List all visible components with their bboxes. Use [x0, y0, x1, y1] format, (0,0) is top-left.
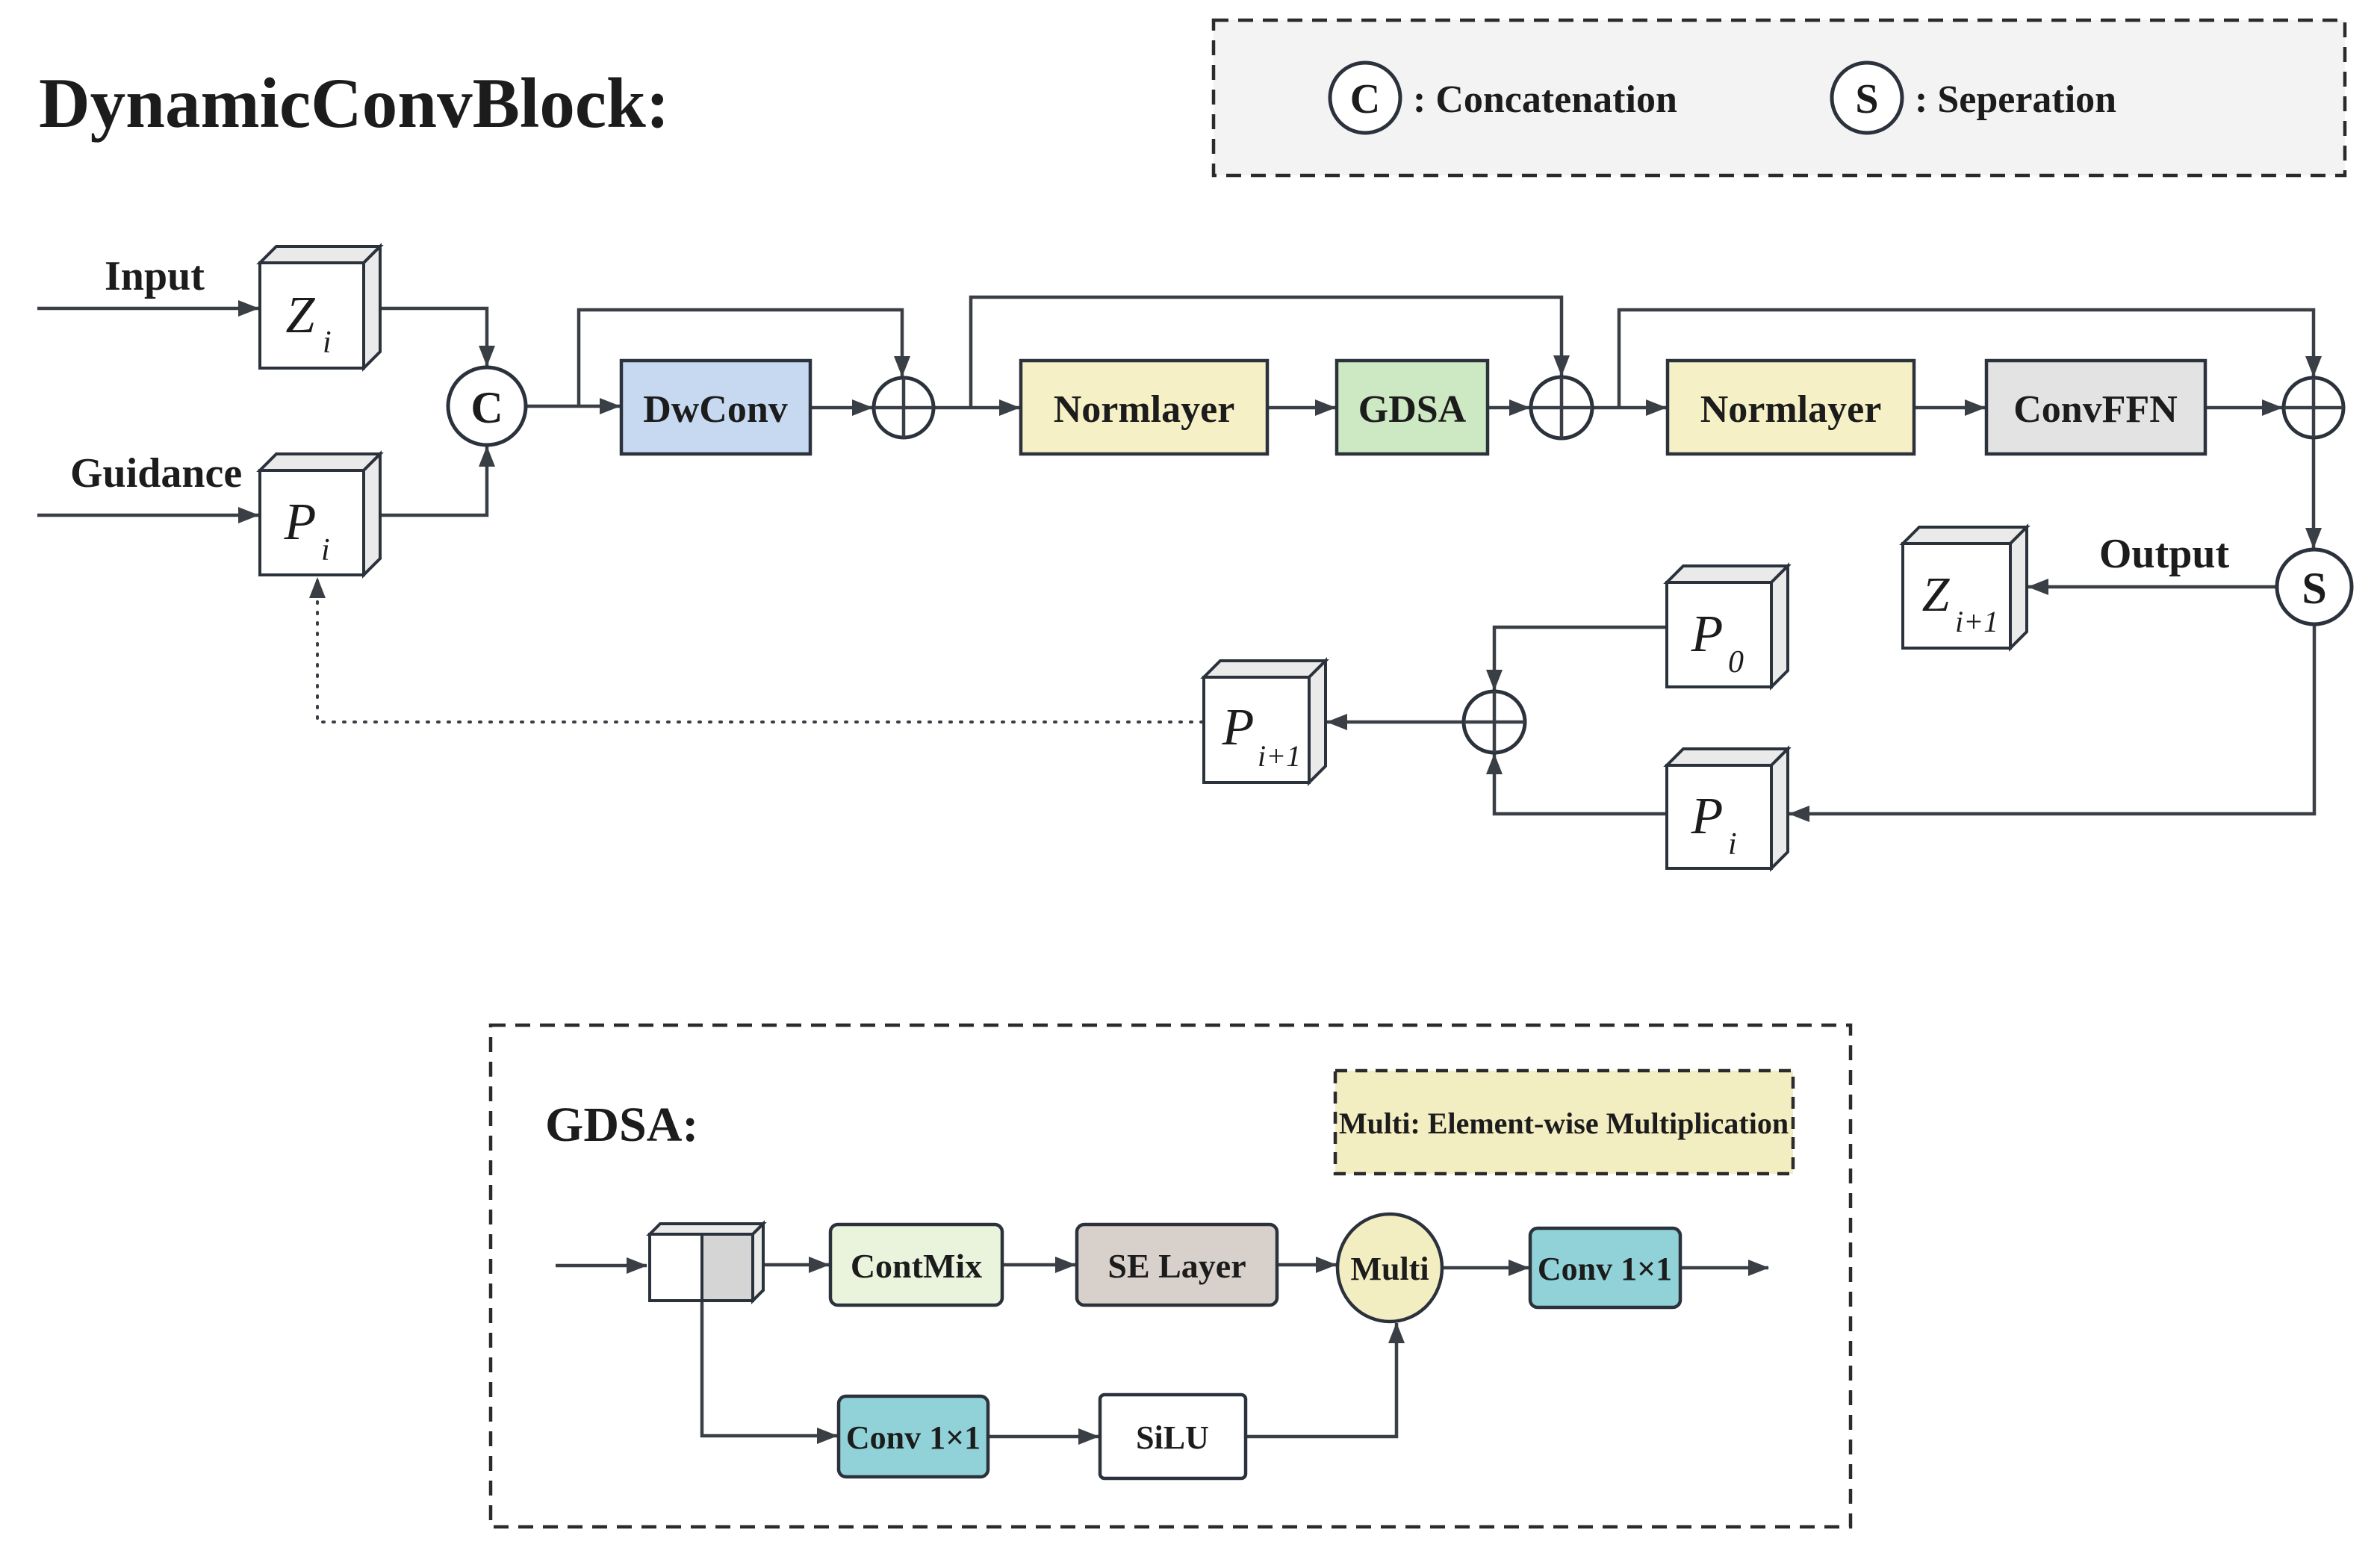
add-node-1: [871, 376, 936, 440]
tensor-pi1-subscript: i+1: [1258, 739, 1301, 773]
p0-to-add4: [1486, 625, 1667, 691]
page-title: DynamicConvBlock:: [39, 63, 669, 143]
sep-node-symbol: S: [2302, 564, 2326, 613]
conv1x1-bottom-block: Conv 1×1: [836, 1394, 990, 1479]
tensor-pi-bottom-subscript: i: [1728, 827, 1737, 862]
tensor-pi1: P i+1: [1200, 657, 1329, 786]
pi-to-add4: [1486, 753, 1667, 816]
tensor-pi1-label: P: [1222, 699, 1255, 756]
concat-node-symbol: C: [470, 383, 503, 432]
concat-node: C: [446, 365, 528, 447]
normlayer1-block: Normlayer: [1019, 358, 1270, 456]
gdsa-label: GDSA: [1358, 388, 1467, 431]
multi-note-box: [1333, 1068, 1795, 1176]
pi-to-concat: [365, 446, 495, 517]
output-label: Output: [2099, 531, 2230, 577]
seperation-label: : Seperation: [1915, 78, 2116, 121]
tensor-pi-label: P: [284, 494, 317, 551]
add-node-3: [2281, 376, 2346, 440]
tensor-zi-subscript: i: [323, 326, 332, 360]
tensor-p0-subscript: 0: [1728, 645, 1744, 679]
multi-note-text: Multi: Element-wise Multiplication: [1339, 1107, 1789, 1140]
conv1x1-top-label: Conv 1×1: [1538, 1251, 1672, 1287]
conv1x1-top-block: Conv 1×1: [1528, 1226, 1683, 1310]
gdsa-block: GDSA: [1335, 358, 1490, 456]
convffn-block: ConvFFN: [1984, 358, 2207, 456]
connections: [37, 295, 2322, 822]
input-label: Input: [105, 253, 205, 299]
tensor-pi-bottom: P i: [1663, 745, 1792, 872]
skip-connection-3: [1617, 308, 2322, 408]
multi-label: Multi: [1350, 1251, 1429, 1287]
normlayer2-block: Normlayer: [1665, 358, 1916, 456]
sep-node: S: [2275, 547, 2354, 626]
normlayer1-label: Normlayer: [1054, 388, 1235, 431]
silu-label: SiLU: [1136, 1419, 1209, 1456]
add-node-4: [1461, 689, 1527, 755]
skip-connection-2: [969, 295, 1570, 408]
selayer-label: SE Layer: [1107, 1247, 1246, 1285]
split-feature-box: [646, 1220, 767, 1304]
tensor-zi1: Z i+1: [1899, 523, 2031, 652]
contmix-label: ContMix: [851, 1247, 982, 1285]
legend: C : Concatenation S : Seperation: [1211, 18, 2347, 178]
normlayer2-label: Normlayer: [1700, 388, 1882, 431]
tensor-pi-bottom-label: P: [1691, 788, 1724, 845]
convffn-label: ConvFFN: [2013, 388, 2178, 431]
tensor-pi-guidance: P i: [256, 450, 384, 579]
contmix-block: ContMix: [828, 1222, 1004, 1307]
tensor-zi: Z i: [256, 243, 384, 372]
tensor-p0: P 0: [1663, 562, 1792, 691]
concatenation-label: : Concatenation: [1413, 78, 1677, 121]
selayer-block: SE Layer: [1075, 1222, 1279, 1307]
gdsa-panel: GDSA: Multi: Element-wise Multiplication…: [488, 1023, 1853, 1529]
conv1x1-bottom-label: Conv 1×1: [846, 1419, 981, 1456]
tensor-zi1-label: Z: [1922, 567, 1951, 622]
feedback-dotted-line: [309, 576, 1204, 723]
zi-to-concat: [365, 306, 495, 367]
guidance-label: Guidance: [70, 450, 242, 497]
add-node-2: [1529, 375, 1594, 441]
silu-block: SiLU: [1098, 1392, 1248, 1481]
seperation-icon: [1830, 60, 1904, 135]
tensor-zi1-subscript: i+1: [1955, 605, 1998, 638]
concatenation-icon: [1328, 60, 1402, 135]
split-to-conv-bottom: [700, 1301, 838, 1444]
tensor-pi-subscript: i: [321, 533, 330, 567]
skip-connection-1: [577, 308, 910, 406]
tensor-zi-label: Z: [286, 287, 316, 344]
concatenation-symbol: C: [1350, 76, 1380, 122]
tensor-p0-label: P: [1691, 606, 1724, 663]
dwconv-block: DwConv: [619, 358, 813, 456]
multi-node: Multi: [1335, 1212, 1444, 1324]
silu-to-multi: [1246, 1322, 1405, 1439]
seperation-symbol: S: [1855, 76, 1878, 122]
sep-to-pi: [1789, 624, 2317, 822]
dwconv-label: DwConv: [643, 388, 788, 431]
gdsa-panel-title: GDSA:: [545, 1098, 698, 1152]
